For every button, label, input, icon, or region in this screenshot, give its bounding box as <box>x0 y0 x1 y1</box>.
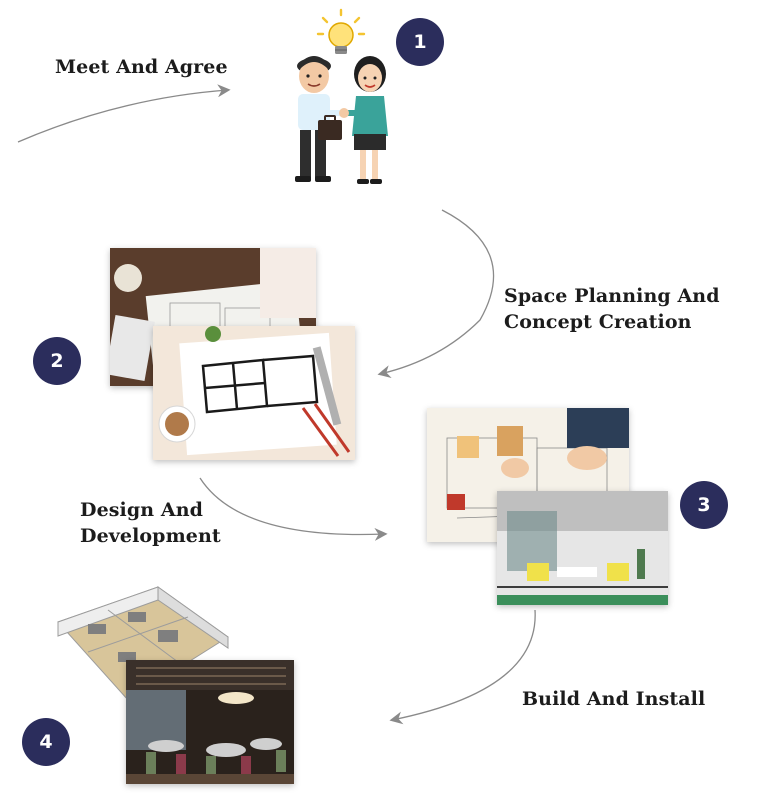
step-3-badge: 3 <box>680 481 728 529</box>
step-4-floorplan-3d <box>48 582 234 706</box>
arrow-start-to-1 <box>17 84 231 143</box>
step-2-label-line-1: Space Planning And <box>504 285 720 307</box>
step-2-badge: 2 <box>33 337 81 385</box>
arrow-3-to-4 <box>389 609 536 725</box>
arrow-1-to-2 <box>377 209 495 378</box>
step-3-label-line-1: Design And <box>80 499 204 521</box>
step-4-photo-restaurant <box>126 660 294 784</box>
step-4-badge: 4 <box>22 718 70 766</box>
step-1-label: Meet And Agree <box>55 56 228 78</box>
step-2-label-line-2: Concept Creation <box>504 311 692 333</box>
step-3-label: Design And Development <box>80 497 221 549</box>
step-2-photo-front <box>153 326 355 460</box>
arrow-2-to-3 <box>199 477 388 541</box>
lightbulb-icon <box>316 8 366 54</box>
handshake-illustration <box>295 56 388 184</box>
step-3-photo-front <box>497 491 668 605</box>
step-3-label-line-2: Development <box>80 525 221 547</box>
step-1-badge: 1 <box>396 18 444 66</box>
step-2-photo-back <box>110 248 316 386</box>
step-2-label: Space Planning And Concept Creation <box>504 283 720 335</box>
step-4-label: Build And Install <box>522 688 706 710</box>
